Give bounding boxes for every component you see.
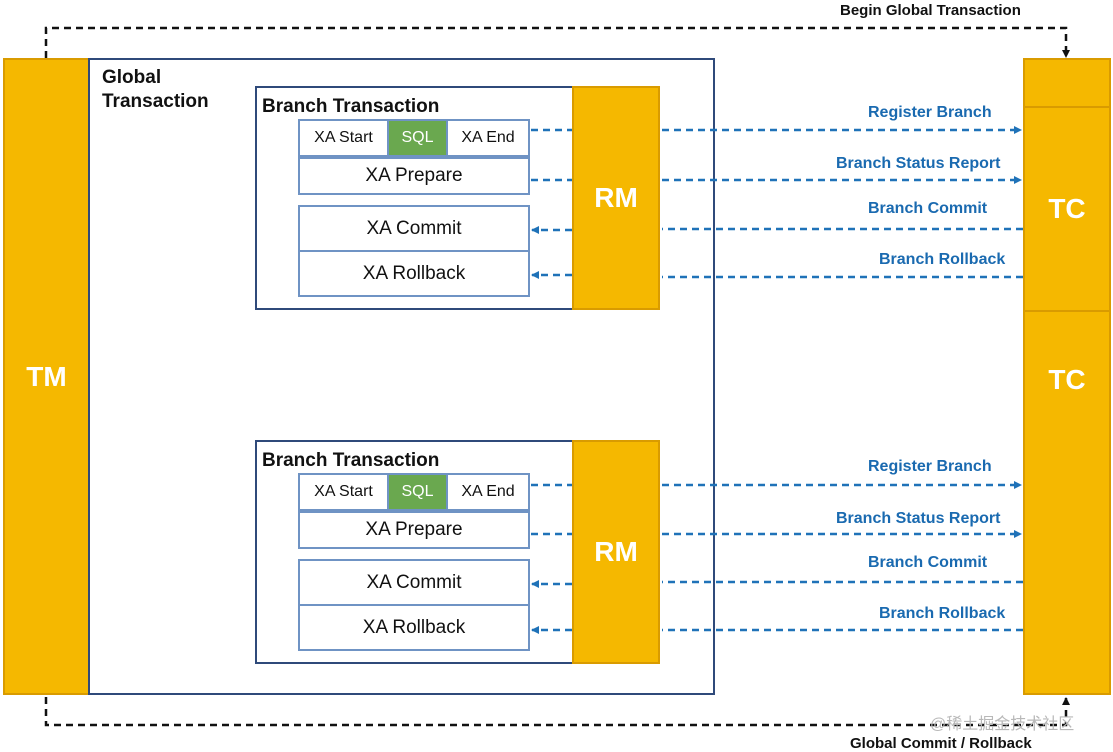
branch-status-report-label-2: Branch Status Report xyxy=(836,510,1001,527)
global-commit-rollback-label: Global Commit / Rollback xyxy=(850,735,1032,752)
rm-label-2: RM xyxy=(594,536,638,567)
rm-box-1: RM xyxy=(572,86,660,310)
branch-commit-label-2: Branch Commit xyxy=(868,554,988,571)
xa-end-cell-1: XA End xyxy=(446,119,530,157)
tc-label-top: TC xyxy=(1048,193,1086,224)
branch-commit-label-1: Branch Commit xyxy=(868,200,988,217)
global-transaction-label-line2: Transaction xyxy=(102,91,209,112)
sql-cell-2: SQL xyxy=(387,473,448,511)
rm-label-1: RM xyxy=(594,182,638,213)
global-transaction-label-line1: Global xyxy=(102,67,162,88)
tm-label: TM xyxy=(26,360,67,392)
xa-rollback-cell-2: XA Rollback xyxy=(298,604,530,651)
register-branch-label-1: Register Branch xyxy=(868,104,992,121)
xa-rollback-cell-1: XA Rollback xyxy=(298,250,530,297)
tc-label-bottom: TC xyxy=(1048,364,1086,395)
branch-rollback-label-2: Branch Rollback xyxy=(879,605,1006,622)
xa-end-cell-2: XA End xyxy=(446,473,530,511)
branch-transaction-title-2: Branch Transaction xyxy=(262,450,440,471)
xa-prepare-cell-2: XA Prepare xyxy=(298,511,530,549)
branch-transaction-title-1: Branch Transaction xyxy=(262,96,440,117)
tc-box-bottom: TC xyxy=(1023,310,1111,695)
xa-prepare-cell-1: XA Prepare xyxy=(298,157,530,195)
watermark: @稀土掘金技术社区 xyxy=(930,716,1075,733)
tc-box-top: TC xyxy=(1023,106,1111,312)
register-branch-label-2: Register Branch xyxy=(868,458,992,475)
branch-rollback-label-1: Branch Rollback xyxy=(879,251,1006,268)
global-transaction-label: Global Transaction xyxy=(102,66,209,114)
begin-global-transaction-label: Begin Global Transaction xyxy=(840,2,1021,19)
branch-status-report-label-1: Branch Status Report xyxy=(836,155,1001,172)
xa-start-cell-2: XA Start xyxy=(298,473,389,511)
tm-box: TM xyxy=(3,58,90,695)
xa-commit-cell-1: XA Commit xyxy=(298,205,530,252)
rm-box-2: RM xyxy=(572,440,660,664)
